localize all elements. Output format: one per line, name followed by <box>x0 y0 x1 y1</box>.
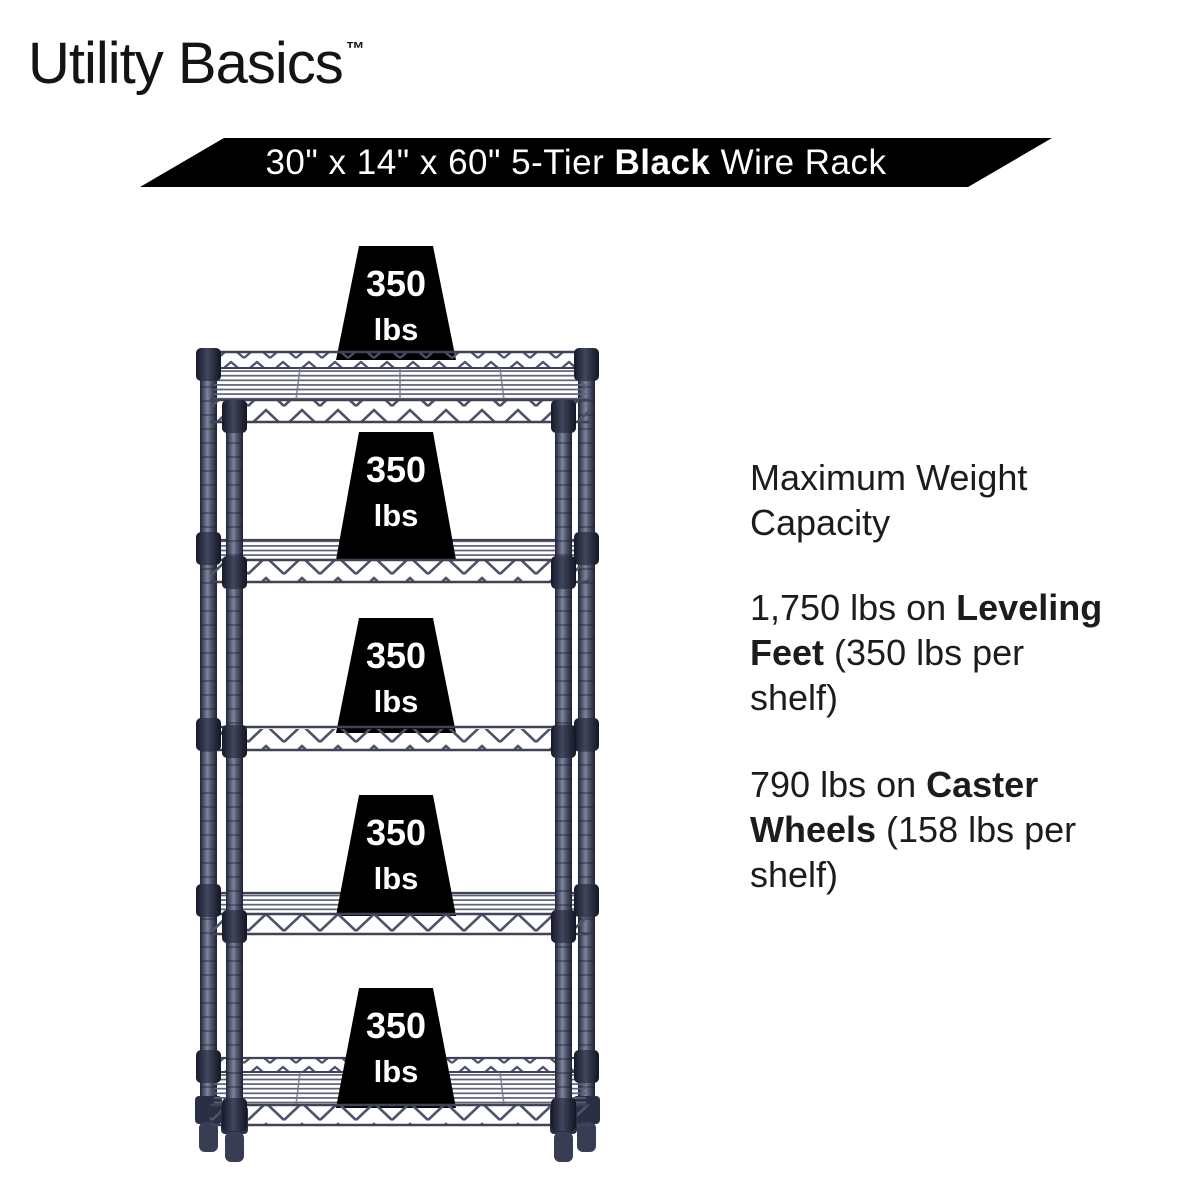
capacity-value: 350 <box>366 263 426 304</box>
capacity-unit: lbs <box>374 861 419 896</box>
product-title-prefix: 30" x 14" x 60" 5-Tier <box>265 142 615 182</box>
capacity-value: 350 <box>366 635 426 676</box>
capacity-unit: lbs <box>374 1054 419 1089</box>
capacity-unit: lbs <box>374 312 419 347</box>
rack-shelf-4-rim <box>210 912 590 936</box>
capacity-marker: 350 lbs <box>336 618 456 733</box>
capacity-info-heading: Maximum Weight Capacity <box>750 457 1028 543</box>
caster-wheels-capacity: 790 lbs on Caster Wheels (158 lbs per sh… <box>750 762 1122 897</box>
capacity-value: 350 <box>366 1005 426 1046</box>
trademark-symbol: ™ <box>345 39 365 60</box>
capacity-value: 350 <box>366 812 426 853</box>
capacity-value: 350 <box>366 449 426 490</box>
rack-shelf-1 <box>210 350 590 424</box>
caster-wheels-prefix: 790 lbs on <box>750 764 927 805</box>
capacity-marker: 350 lbs <box>336 988 456 1108</box>
brand-name: Utility Basics <box>28 31 344 96</box>
rack-shelf-2-rim <box>210 558 590 584</box>
product-title: 30" x 14" x 60" 5-Tier Black Wire Rack <box>265 143 886 183</box>
capacity-marker: 350 lbs <box>336 432 456 560</box>
capacity-marker: 350 lbs <box>336 246 456 360</box>
wire-rack-image: 350 lbs 350 lbs 350 lbs <box>195 246 600 1162</box>
product-title-highlight: Black <box>614 142 711 182</box>
rack-post-collars <box>196 348 599 1131</box>
capacity-marker: 350 lbs <box>336 795 456 916</box>
rack-shelf-3 <box>210 725 590 752</box>
capacity-unit: lbs <box>374 684 419 719</box>
rack-shelf-5-rim <box>210 1103 590 1127</box>
capacity-unit: lbs <box>374 498 419 533</box>
product-title-banner: 30" x 14" x 60" 5-Tier Black Wire Rack <box>140 138 1052 187</box>
capacity-info: Maximum Weight Capacity 1,750 lbs on Lev… <box>750 455 1122 939</box>
leveling-feet-suffix: (350 lbs per shelf) <box>750 632 1025 718</box>
caster-wheels-bold: Caster Wheels <box>750 764 1039 850</box>
leveling-feet-bold: Leveling Feet <box>750 587 1103 673</box>
caster-wheels-suffix: (158 lbs per shelf) <box>750 809 1077 895</box>
product-title-suffix: Wire Rack <box>710 142 887 182</box>
leveling-feet-prefix: 1,750 lbs on <box>750 587 957 628</box>
leveling-feet-capacity: 1,750 lbs on Leveling Feet (350 lbs per … <box>750 585 1122 720</box>
